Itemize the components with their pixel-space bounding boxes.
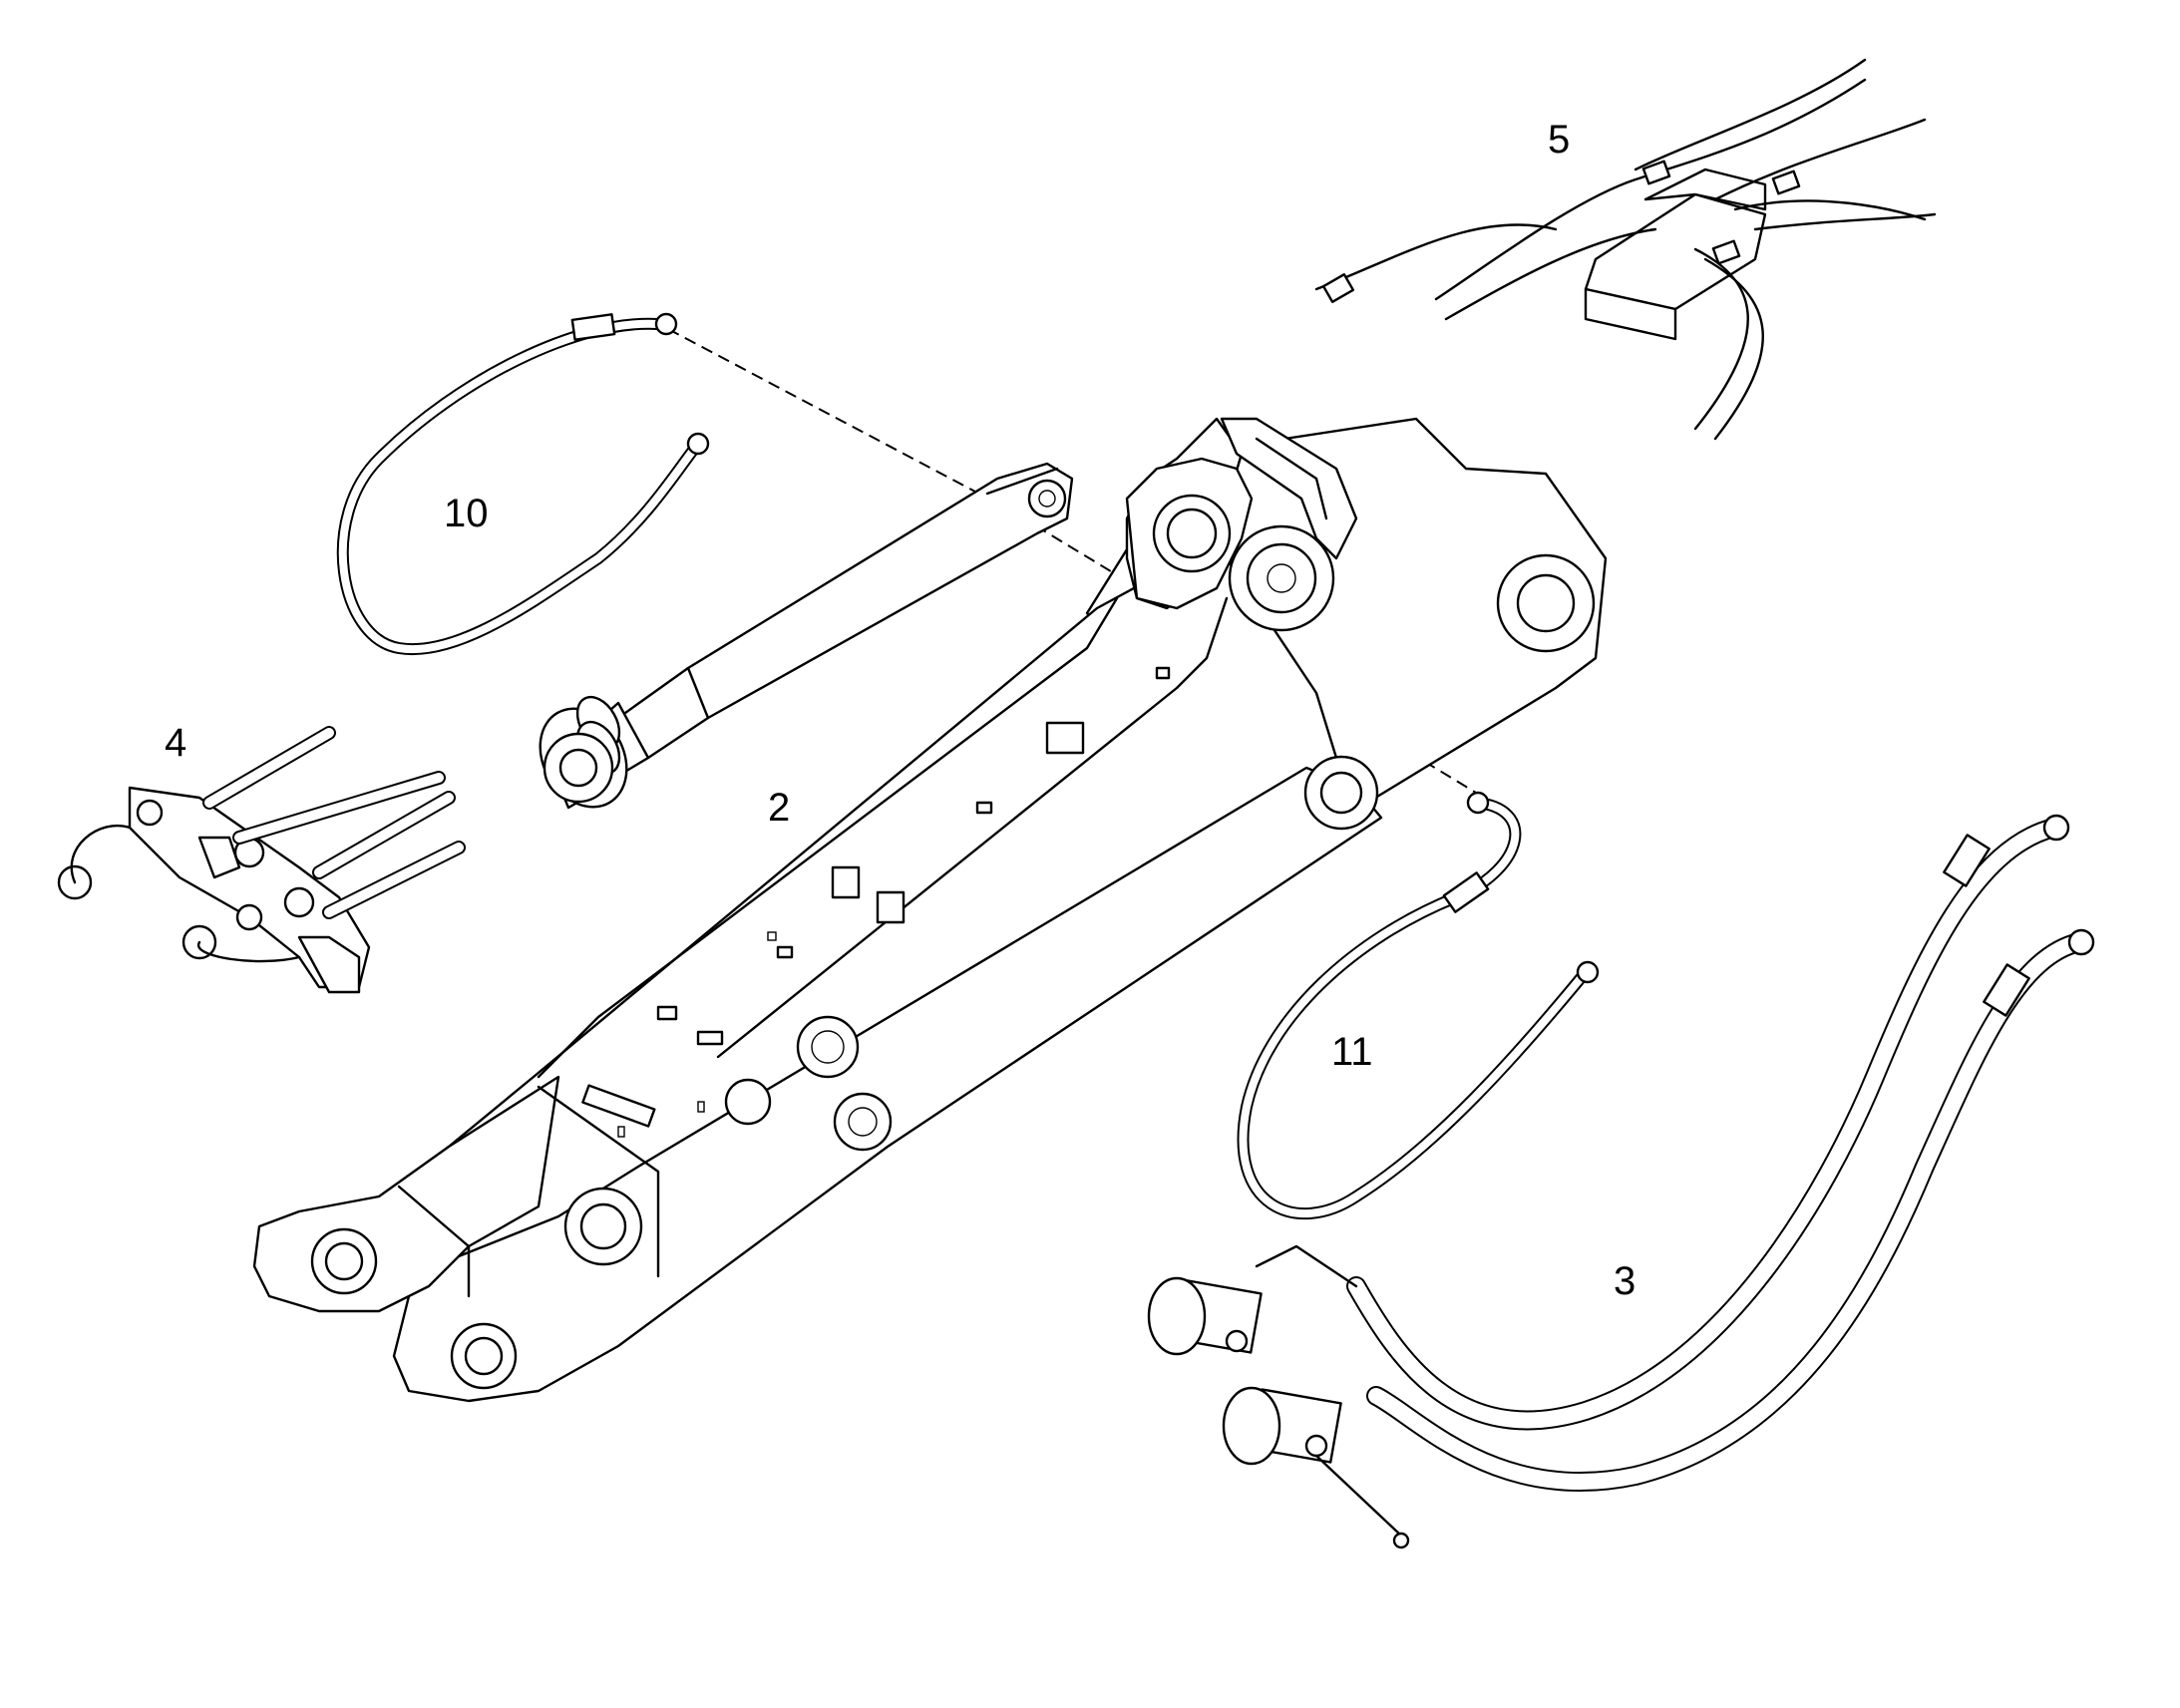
- label-valve-block: 5: [1548, 118, 1571, 162]
- hose-10: [336, 312, 710, 656]
- label-hose-pair: 3: [1614, 1259, 1636, 1303]
- valve-block-5: [1314, 58, 1937, 441]
- boom-arm: [252, 417, 1608, 1403]
- hose-pair-3: [1147, 814, 2095, 1549]
- hose-11: [1237, 791, 1600, 1219]
- hydraulic-cylinder: [539, 462, 1074, 810]
- label-boom: 2: [768, 786, 791, 830]
- label-hose-lower: 11: [1331, 1030, 1373, 1074]
- coupling-plate-4: [57, 726, 466, 994]
- label-hose-upper: 10: [444, 492, 489, 535]
- label-coupling-plate: 4: [165, 721, 187, 765]
